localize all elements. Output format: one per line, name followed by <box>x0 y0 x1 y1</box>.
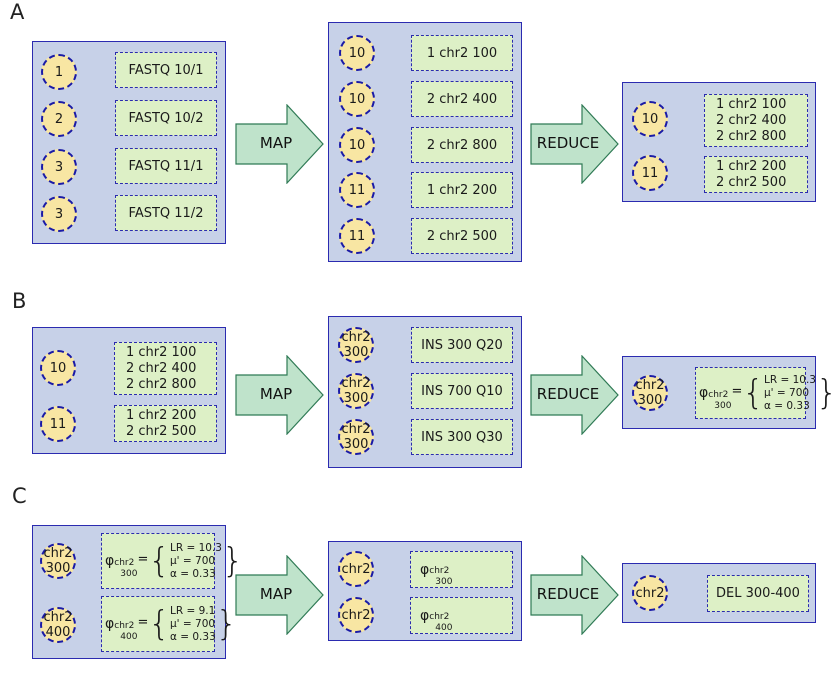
key-node: 11 <box>40 406 76 442</box>
phi-equals: = <box>731 383 743 399</box>
panel-a-reduced: 10 11 1 chr2 100 2 chr2 400 2 chr2 800 1… <box>622 82 816 202</box>
phi-box: φ chr2 300 = { LR = 10.3 μ' = 700 α = 0.… <box>101 533 244 589</box>
value-box: INS 700 Q10 <box>411 373 513 409</box>
key-node: chr2 <box>338 551 374 587</box>
value-box: INS 300 Q30 <box>411 419 513 455</box>
panel-b-input: 10 11 1 chr2 100 2 chr2 400 2 chr2 800 1… <box>32 327 226 454</box>
key-node: 2 <box>41 101 77 137</box>
value-box: 1 chr2 200 2 chr2 500 <box>704 156 808 193</box>
reduce-label-a: REDUCE <box>536 134 600 152</box>
phi-subscript-chrom: chr2 <box>114 558 135 568</box>
value-box: 2 chr2 400 <box>411 81 513 117</box>
phi-subscript-chrom: chr2 <box>114 621 135 631</box>
value-box: INS 300 Q20 <box>411 327 513 363</box>
phi-subscript-pos: 400 <box>435 622 453 633</box>
key-node: chr2 300 <box>632 375 668 411</box>
map-label-c: MAP <box>259 585 293 603</box>
phi-symbol: φ <box>420 607 430 624</box>
value-box: 1 chr2 200 2 chr2 500 <box>114 405 217 442</box>
phi-subscript-chrom: chr2 <box>429 611 450 622</box>
right-brace: } <box>221 541 244 581</box>
key-node: 10 <box>632 101 668 137</box>
panel-b-mapped: chr2 300 chr2 300 chr2 300 INS 300 Q20 I… <box>328 316 522 468</box>
key-node: 11 <box>339 218 375 254</box>
key-node: chr2 <box>338 597 374 633</box>
phi-subscript-pos: 300 <box>714 401 732 411</box>
map-label-b: MAP <box>259 385 293 403</box>
left-brace: { <box>742 373 764 413</box>
value-box: DEL 300-400 <box>707 575 809 612</box>
phi-box: φ chr2 300 = { LR = 10.3 μ' = 700 α = 0.… <box>695 367 831 419</box>
phi-equals: = <box>137 614 149 630</box>
value-box: 1 chr2 100 2 chr2 400 2 chr2 800 <box>114 342 217 395</box>
value-box: FASTQ 10/2 <box>115 100 217 136</box>
reduce-arrow-c <box>530 555 619 635</box>
phi-subscript-chrom: chr2 <box>429 565 450 576</box>
key-node: chr2 300 <box>338 373 374 409</box>
phi-box: φ chr2 400 = { LR = 9.1 μ' = 700 α = 0.3… <box>101 596 237 652</box>
phi-params: LR = 10.3 μ' = 700 α = 0.33 <box>763 373 816 412</box>
map-label-a: MAP <box>259 134 293 152</box>
phi-params: LR = 9.1 μ' = 700 α = 0.33 <box>169 604 216 643</box>
phi-symbol: φ <box>105 553 115 569</box>
panel-c-input: chr2 300 chr2 400 φ chr2 300 = { LR = 10… <box>32 525 244 659</box>
reduce-arrow-b <box>530 355 619 435</box>
key-node: chr2 300 <box>338 419 374 455</box>
right-brace: } <box>816 376 831 410</box>
phi-subscript-pos: 400 <box>120 632 138 642</box>
value-box: FASTQ 11/1 <box>115 148 217 184</box>
value-box: φ chr2 300 <box>410 551 513 588</box>
key-node: chr2 300 <box>338 327 374 363</box>
panel-c-mapped: chr2 chr2 φ chr2 300 φ chr2 400 <box>328 541 522 641</box>
value-box: 1 chr2 100 <box>411 35 513 71</box>
key-node: 11 <box>339 172 375 208</box>
key-node: 3 <box>41 196 77 232</box>
phi-equals: = <box>137 551 149 567</box>
map-arrow-c <box>235 555 324 635</box>
panel-letter-b: B <box>12 289 27 313</box>
phi-symbol: φ <box>699 385 709 401</box>
phi-subscript-pos: 300 <box>120 569 138 579</box>
left-brace: { <box>148 541 170 581</box>
key-node: 10 <box>339 35 375 71</box>
map-arrow-a <box>235 104 324 184</box>
key-node: 11 <box>632 155 668 191</box>
panel-b-reduced: chr2 300 φ chr2 300 = { LR = 10.3 μ' = 7… <box>622 356 831 429</box>
panel-letter-a: A <box>10 0 25 24</box>
value-box: φ chr2 400 <box>410 597 513 634</box>
value-box: FASTQ 10/1 <box>115 52 217 88</box>
panel-c-reduced: chr2 DEL 300-400 <box>622 563 816 623</box>
phi-subscript-chrom: chr2 <box>708 390 729 400</box>
panel-a-mapped: 10 10 10 11 11 1 chr2 100 2 chr2 400 2 c… <box>328 22 522 262</box>
value-box: 2 chr2 800 <box>411 127 513 163</box>
reduce-label-b: REDUCE <box>536 385 600 403</box>
reduce-label-c: REDUCE <box>536 585 600 603</box>
map-arrow-b <box>235 355 324 435</box>
panel-letter-c: C <box>12 484 27 508</box>
right-brace: } <box>215 604 238 644</box>
phi-symbol: φ <box>420 561 430 578</box>
key-node: 10 <box>339 81 375 117</box>
left-brace: { <box>148 604 170 644</box>
value-box: FASTQ 11/2 <box>115 195 217 231</box>
value-box: 2 chr2 500 <box>411 218 513 254</box>
value-box: 1 chr2 100 2 chr2 400 2 chr2 800 <box>704 94 808 147</box>
phi-subscript-pos: 300 <box>435 576 453 587</box>
phi-params: LR = 10.3 μ' = 700 α = 0.33 <box>169 541 222 580</box>
value-box: 1 chr2 200 <box>411 172 513 208</box>
panel-a-input: 1 2 3 3 FASTQ 10/1 FASTQ 10/2 FASTQ 11/1… <box>32 41 226 244</box>
key-node: 1 <box>41 54 77 90</box>
key-node: chr2 <box>632 575 668 611</box>
key-node: chr2 300 <box>40 543 76 579</box>
key-node: 10 <box>40 350 76 386</box>
key-node: 3 <box>41 149 77 185</box>
key-node: chr2 400 <box>40 607 76 643</box>
phi-symbol: φ <box>105 616 115 632</box>
reduce-arrow-a <box>530 104 619 184</box>
key-node: 10 <box>339 127 375 163</box>
